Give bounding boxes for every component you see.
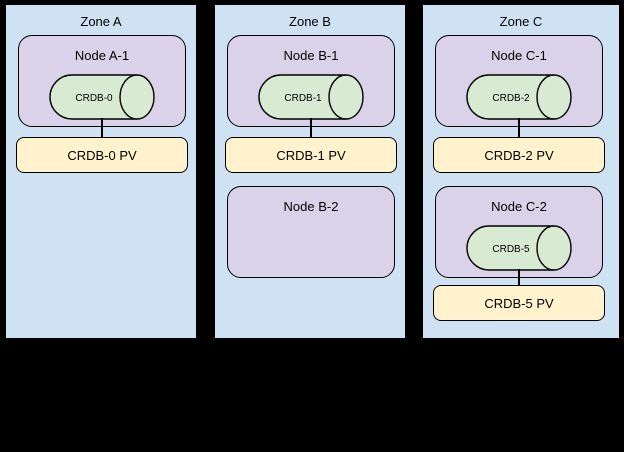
node-b-1-title: Node B-1	[283, 48, 339, 63]
node-b-2-title: Node B-2	[283, 199, 339, 214]
crdb-0-pv-connector	[101, 118, 103, 137]
node-c-1: Node C-1 CRDB-2	[435, 35, 603, 127]
crdb-5-pv-box: CRDB-5 PV	[433, 285, 605, 321]
zone-b-title: Zone B	[289, 14, 331, 29]
node-b-1: Node B-1 CRDB-1	[227, 35, 395, 127]
crdb-2-pv-box: CRDB-2 PV	[433, 137, 605, 173]
node-c-2: Node C-2 CRDB-5	[435, 186, 603, 278]
crdb-5-label: CRDB-5	[492, 244, 530, 255]
crdb-1-label: CRDB-1	[284, 93, 322, 104]
crdb-1-pv-box: CRDB-1 PV	[225, 137, 397, 173]
database-cylinder-icon: CRDB-0	[49, 74, 155, 120]
node-c-2-title: Node C-2	[491, 199, 547, 214]
database-cylinder-icon: CRDB-5	[466, 225, 572, 271]
zone-c-title: Zone C	[499, 14, 543, 29]
crdb-2-label: CRDB-2	[492, 93, 530, 104]
crdb-0-label: CRDB-0	[75, 93, 113, 104]
node-a-1: Node A-1 CRDB-0	[18, 35, 186, 127]
database-cylinder-icon: CRDB-1	[258, 74, 364, 120]
node-c-1-title: Node C-1	[491, 48, 547, 63]
zone-c: Zone C Node C-1 CRDB-2 CRDB-2 PV Node C-…	[422, 4, 620, 339]
node-a-1-title: Node A-1	[74, 48, 130, 63]
crdb-5-pv-connector	[518, 269, 520, 285]
crdb-2-pv-connector	[518, 118, 520, 137]
crdb-0-pv-box: CRDB-0 PV	[16, 137, 188, 173]
zone-a: Zone A Node A-1 CRDB-0 CRDB-0 PV	[5, 4, 197, 339]
crdb-1-pv-connector	[310, 118, 312, 137]
node-b-2: Node B-2	[227, 186, 395, 278]
zone-a-title: Zone A	[80, 14, 122, 29]
zone-b: Zone B Node B-1 CRDB-1 CRDB-1 PV Node B-…	[214, 4, 406, 339]
database-cylinder-icon: CRDB-2	[466, 74, 572, 120]
